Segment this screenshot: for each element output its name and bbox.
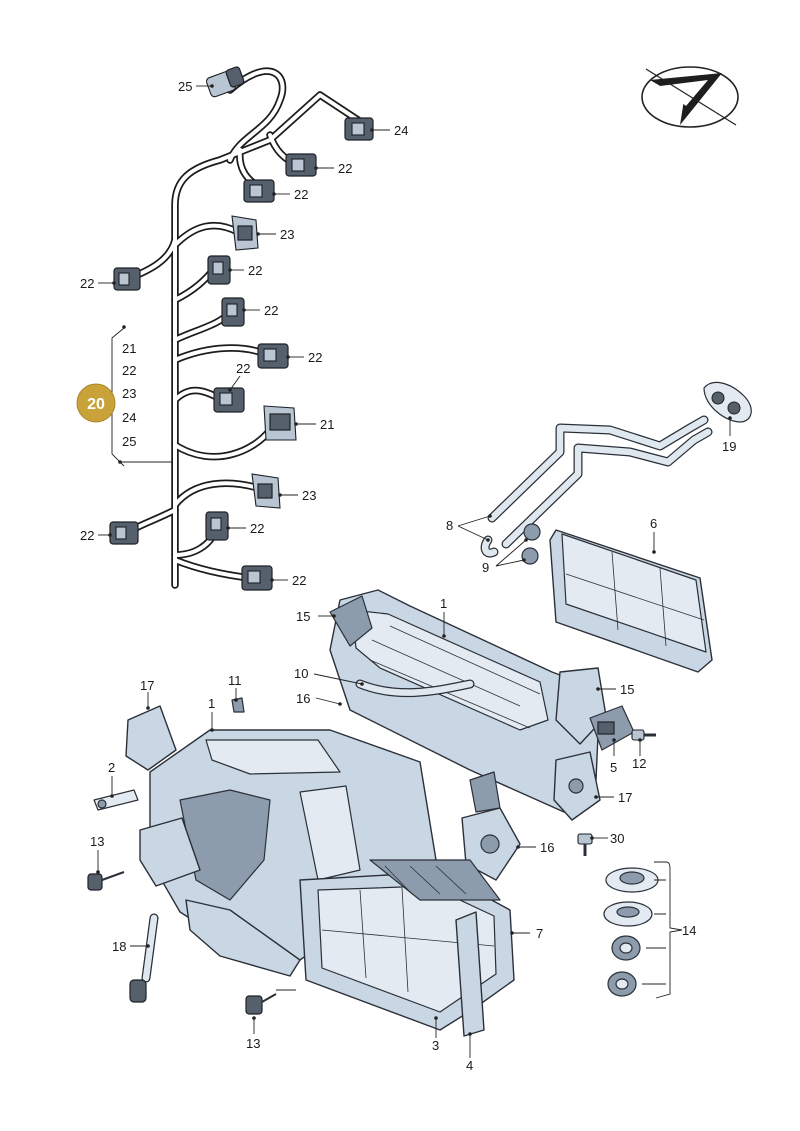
connector-22-icon — [221, 297, 245, 327]
label-22: 22 — [248, 263, 262, 278]
grommet-icon — [603, 901, 653, 927]
label-2: 2 — [108, 760, 115, 775]
leader-lines — [96, 84, 732, 1058]
grommet-icon — [611, 935, 641, 961]
connector-22-icon — [257, 343, 289, 369]
bracket-icon — [455, 911, 485, 1037]
label-22: 22 — [80, 276, 94, 291]
connector-22-icon — [241, 565, 273, 591]
connector-22-icon — [285, 153, 317, 177]
label-13: 13 — [90, 834, 104, 849]
connector-22-icon — [113, 267, 141, 291]
bracket-item: 24 — [122, 410, 136, 425]
label-3: 3 — [432, 1038, 439, 1053]
connector-21-icon — [263, 405, 297, 441]
label-16: 16 — [540, 840, 554, 855]
grommet-icon — [605, 867, 659, 893]
label-18: 18 — [112, 939, 126, 954]
label-30: 30 — [610, 831, 624, 846]
brand-arrow-logo-icon — [641, 66, 739, 128]
connector-22-icon — [205, 511, 229, 541]
connector-22-icon — [207, 255, 231, 285]
heat-exchanger-icon — [549, 529, 713, 673]
bracket-item: 22 — [122, 363, 136, 378]
bracket-item: 23 — [122, 386, 136, 401]
label-9: 9 — [482, 560, 489, 575]
label-23: 23 — [280, 227, 294, 242]
connector-22-icon — [109, 521, 139, 545]
connector-22-icon — [243, 179, 275, 203]
label-22: 22 — [264, 303, 278, 318]
label-15: 15 — [620, 682, 634, 697]
screw-icon — [577, 833, 593, 856]
label-10: 10 — [294, 666, 308, 681]
part-labels: 25 24 22 22 23 22 22 22 22 22 21 23 22 2… — [80, 79, 736, 1073]
label-25: 25 — [178, 79, 192, 94]
label-5: 5 — [610, 760, 617, 775]
label-17: 17 — [618, 790, 632, 805]
label-21: 21 — [320, 417, 334, 432]
label-22: 22 — [236, 361, 250, 376]
sensor-icon — [87, 871, 125, 891]
badge-text: 20 — [87, 396, 105, 413]
wiring-harness — [109, 66, 374, 591]
connector-23-icon — [251, 473, 281, 509]
label-22: 22 — [308, 350, 322, 365]
grommet-icon — [607, 971, 637, 997]
label-24: 24 — [394, 123, 408, 138]
label-22: 22 — [294, 187, 308, 202]
connector-22-icon — [213, 387, 245, 413]
label-7: 7 — [536, 926, 543, 941]
drain-hose-icon — [129, 913, 159, 1003]
heater-pipes — [480, 415, 713, 558]
label-22: 22 — [338, 161, 352, 176]
label-12: 12 — [632, 756, 646, 771]
label-22: 22 — [80, 528, 94, 543]
gasket-icon — [703, 381, 752, 423]
label-22: 22 — [292, 573, 306, 588]
connector-25-icon — [205, 66, 245, 98]
label-19: 19 — [722, 439, 736, 454]
screw-icon — [631, 729, 656, 741]
label-8: 8 — [446, 518, 453, 533]
label-14: 14 — [682, 923, 696, 938]
label-17: 17 — [140, 678, 154, 693]
harness-bracket — [111, 325, 172, 467]
label-22: 22 — [250, 521, 264, 536]
badge-20 — [76, 383, 116, 423]
sensor-icon — [245, 993, 277, 1015]
label-11: 11 — [228, 673, 242, 688]
upper-housing — [329, 589, 607, 881]
clamp-icon — [521, 523, 541, 565]
label-1: 1 — [440, 596, 447, 611]
label-16: 16 — [296, 691, 310, 706]
bracket-item: 25 — [122, 434, 136, 449]
label-13: 13 — [246, 1036, 260, 1051]
label-4: 4 — [466, 1058, 473, 1073]
connector-23-icon — [231, 215, 259, 251]
bracket-item: 21 — [122, 341, 136, 356]
label-23: 23 — [302, 488, 316, 503]
label-1: 1 — [208, 696, 215, 711]
connector-24-icon — [344, 117, 374, 141]
label-15: 15 — [296, 609, 310, 624]
label-6: 6 — [650, 516, 657, 531]
